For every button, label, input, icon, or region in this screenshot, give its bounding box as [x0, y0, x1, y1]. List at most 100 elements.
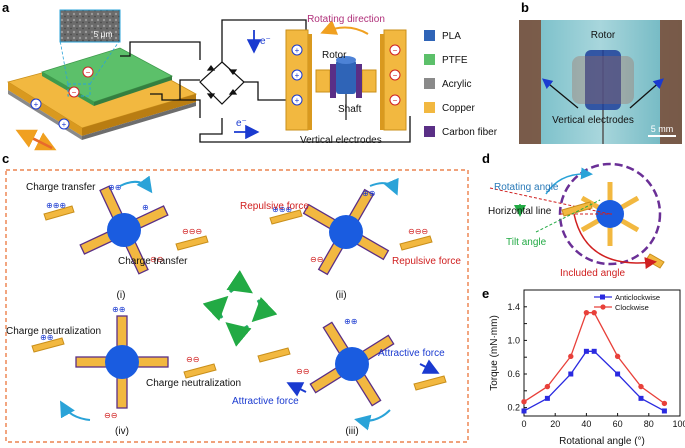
svg-text:−: − [393, 71, 398, 80]
data-point-anticlockwise [568, 371, 574, 377]
data-point-clockwise [661, 400, 668, 407]
svg-text:−: − [72, 88, 77, 97]
stage-ii-label: (ii) [335, 290, 346, 301]
photo-arrow-right [629, 78, 664, 109]
bridge-rectifier [199, 61, 245, 105]
svg-text:Copper: Copper [442, 103, 475, 114]
y-tick-label: 0.6 [507, 369, 520, 379]
svg-text:Carbon fiber: Carbon fiber [442, 127, 498, 138]
svg-text:+: + [295, 46, 300, 55]
horizontal-line-label: Horizontal line [488, 206, 552, 217]
cycle-arrows [202, 269, 278, 347]
svg-text:PLA: PLA [442, 31, 461, 42]
chart-ticks: 0204060801000.20.61.01.4 [507, 289, 685, 429]
circuit-wires [120, 19, 411, 143]
svg-text:⊖⊖: ⊖⊖ [310, 255, 323, 264]
stage-iv-label: (iv) [115, 426, 129, 437]
svg-text:⊕: ⊕ [142, 203, 149, 212]
panel-d-letter: d [482, 151, 490, 166]
chart-xlabel: Rotational angle (°) [559, 436, 645, 447]
rotor-3d [315, 56, 377, 120]
series-line-clockwise [523, 312, 665, 404]
svg-text:−: − [393, 96, 398, 105]
material-legend: PLA PTFE Acrylic Copper Carbon fiber [424, 30, 498, 138]
svg-text:⊕⊕: ⊕⊕ [344, 317, 357, 326]
x-tick-label: 40 [581, 419, 591, 429]
x-tick-label: 60 [613, 419, 623, 429]
stage-iii-label: (iii) [345, 426, 358, 437]
svg-text:+: + [34, 100, 39, 109]
svg-text:⊖⊖: ⊖⊖ [150, 255, 163, 264]
svg-text:⊖⊖: ⊖⊖ [296, 367, 309, 376]
panel-b-letter: b [521, 0, 529, 15]
svg-text:⊖⊖: ⊖⊖ [104, 411, 117, 420]
repulsive-label-2: Repulsive force [392, 256, 461, 267]
charge-symbols-base: − − + + [30, 66, 94, 130]
vertical-electrode-left: + + + [285, 29, 312, 131]
y-tick-label: 0.2 [507, 403, 520, 413]
data-point-clockwise [638, 383, 644, 390]
legend-item-acrylic: Acrylic [424, 78, 471, 90]
stage-iv: ⊕⊕ ⊕⊕ ⊖⊖ ⊖⊖ Charge neutralization Charge… [6, 305, 241, 437]
svg-text:⊕⊕: ⊕⊕ [362, 189, 375, 198]
legend-anticlockwise: Anticlockwise [594, 293, 660, 302]
electron-label-top: e⁻ [260, 36, 271, 47]
data-point-anticlockwise [615, 371, 621, 377]
panel-b: b Rotor Vertical electrodes 5 mm [519, 0, 682, 144]
included-angle-label: Included angle [560, 268, 625, 279]
electron-flow: e⁻ e⁻ [234, 30, 271, 140]
svg-text:⊖⊖: ⊖⊖ [186, 355, 199, 364]
svg-text:PTFE: PTFE [442, 55, 468, 66]
stage-i-label: (i) [117, 290, 126, 301]
x-tick-label: 100 [672, 419, 685, 429]
stage-iii: ⊕⊕ ⊖⊖ Attractive force Attractive force … [232, 317, 447, 437]
repulsive-label-1: Repulsive force [240, 201, 309, 212]
svg-text:⊖⊖⊖: ⊖⊖⊖ [408, 227, 428, 236]
panel-e: e 0204060801000.20.61.01.4 Rotational an… [482, 286, 685, 447]
panel-e-letter: e [482, 286, 489, 301]
data-point-clockwise [521, 399, 527, 405]
horizontal-line-marker [489, 187, 611, 215]
svg-text:+: + [295, 71, 300, 80]
legend-item-ptfe: PTFE [424, 54, 468, 66]
panel-c: c ⊕⊕⊕ ⊖⊖⊖ ⊕⊕ ⊕ ⊖⊖ Charge transfer Charge… [2, 151, 469, 443]
svg-text:−: − [393, 46, 398, 55]
svg-text:+: + [62, 120, 67, 129]
svg-text:+: + [295, 96, 300, 105]
photo-rotor [572, 50, 634, 144]
rotating-direction-label: Rotating direction [307, 14, 385, 25]
chart-plot-frame [523, 289, 681, 417]
series-line-anticlockwise [523, 350, 665, 412]
x-tick-label: 80 [644, 419, 654, 429]
panel-a: a − − + + 5 μm [2, 0, 498, 151]
legend-item-carbon-fiber: Carbon fiber [424, 126, 498, 138]
y-tick-label: 1.0 [507, 335, 520, 345]
svg-text:Anticlockwise: Anticlockwise [615, 293, 660, 302]
stage-i: ⊕⊕⊕ ⊖⊖⊖ ⊕⊕ ⊕ ⊖⊖ Charge transfer Charge t… [26, 175, 209, 301]
data-point-anticlockwise [521, 408, 527, 414]
panel-c-frame [5, 169, 469, 443]
svg-text:⊕⊕: ⊕⊕ [108, 183, 121, 192]
svg-text:⊕⊕: ⊕⊕ [40, 333, 53, 342]
svg-text:⊖⊖⊖: ⊖⊖⊖ [182, 227, 202, 236]
panel-a-letter: a [2, 0, 10, 15]
neutral-label-2: Charge neutralization [146, 378, 241, 389]
chart-ylabel: Torque (mN·mm) [489, 315, 500, 391]
stage-ii: ⊕⊕⊕ ⊖⊖⊖ ⊕⊕ ⊖⊖ Repulsive force Repulsive … [240, 177, 461, 301]
chart-legend: Anticlockwise Clockwise [594, 293, 660, 312]
device-base [7, 39, 198, 140]
sem-inset: 5 μm [59, 9, 121, 43]
svg-text:Acrylic: Acrylic [442, 79, 471, 90]
legend-item-copper: Copper [424, 102, 475, 114]
legend-item-pla: PLA [424, 30, 461, 42]
x-tick-label: 0 [521, 419, 526, 429]
panel-c-letter: c [2, 151, 9, 166]
data-point-clockwise [591, 309, 597, 316]
data-point-clockwise [544, 383, 551, 390]
charge-transfer-label-1: Charge transfer [26, 182, 96, 193]
electron-label-bottom: e⁻ [236, 118, 247, 129]
data-point-anticlockwise [638, 395, 644, 401]
rotating-direction-arrow [320, 20, 369, 35]
tilt-angle-label: Tilt angle [506, 237, 547, 248]
